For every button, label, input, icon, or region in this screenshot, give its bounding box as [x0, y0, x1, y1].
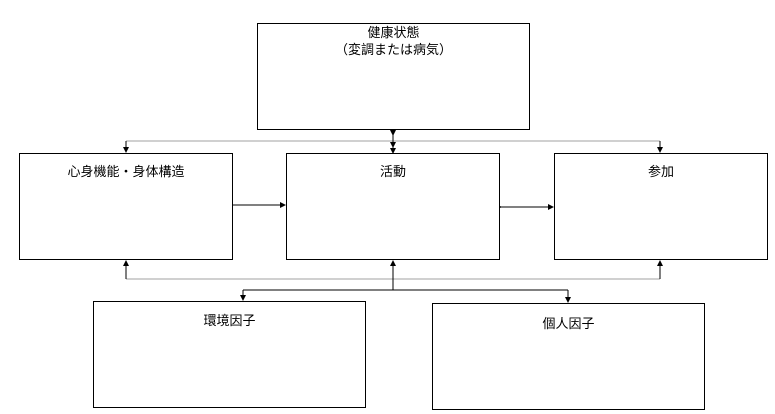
body-function-structure-box: 心身機能・身体構造: [19, 153, 233, 260]
personal-factors-title: 個人因子: [542, 317, 595, 332]
body-function-structure-title: 心身機能・身体構造: [67, 165, 185, 180]
health-condition-subtitle: （変調または病気）: [334, 43, 452, 58]
activity-title: 活動: [379, 165, 406, 180]
health-condition-title: 健康状態: [367, 26, 420, 41]
participation-box: 参加: [554, 153, 768, 260]
environmental-factors-box: 環境因子: [93, 301, 366, 408]
participation-title: 参加: [647, 165, 674, 180]
health-condition-box: 健康状態 （変調または病気）: [257, 23, 530, 130]
personal-factors-box: 個人因子: [432, 303, 705, 410]
environmental-factors-title: 環境因子: [203, 314, 256, 329]
activity-box: 活動: [286, 153, 500, 260]
